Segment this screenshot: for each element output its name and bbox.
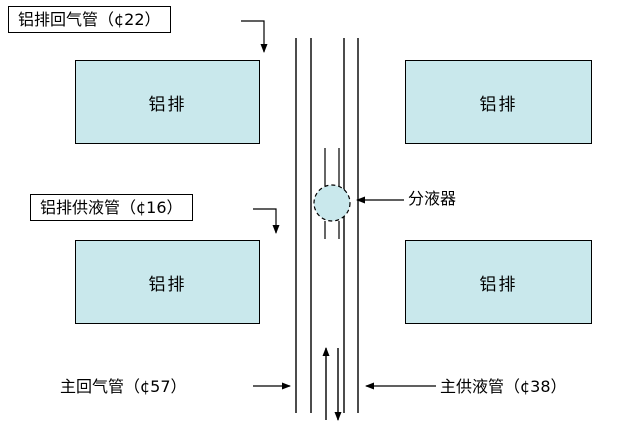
flow-arrows xyxy=(322,347,342,421)
rack-top-right-label: 铝排 xyxy=(479,94,518,115)
leader-rack-supply xyxy=(253,208,280,234)
label-main-supply-pipe: 主供液管（¢38） xyxy=(440,377,567,396)
label-distributor: 分液器 xyxy=(408,189,457,208)
leader-rack-return xyxy=(241,20,268,53)
distributor-stubs xyxy=(324,148,340,239)
rack-top-left: 铝排 xyxy=(75,60,260,144)
main-supply-pipe xyxy=(343,38,359,413)
rack-top-right: 铝排 xyxy=(405,60,592,144)
main-return-pipe xyxy=(295,38,312,413)
rack-bottom-right: 铝排 xyxy=(405,240,592,324)
rack-bottom-left: 铝排 xyxy=(75,240,260,324)
rack-bottom-right-label: 铝排 xyxy=(479,274,518,295)
rack-bottom-left-label: 铝排 xyxy=(148,274,187,295)
distributor-circle xyxy=(313,184,351,222)
rack-top-left-label: 铝排 xyxy=(148,94,187,115)
label-rack-supply-pipe: 铝排供液管（¢16） xyxy=(30,194,193,222)
label-rack-return-pipe: 铝排回气管（¢22） xyxy=(8,6,171,34)
label-main-return-pipe: 主回气管（¢57） xyxy=(60,377,187,396)
